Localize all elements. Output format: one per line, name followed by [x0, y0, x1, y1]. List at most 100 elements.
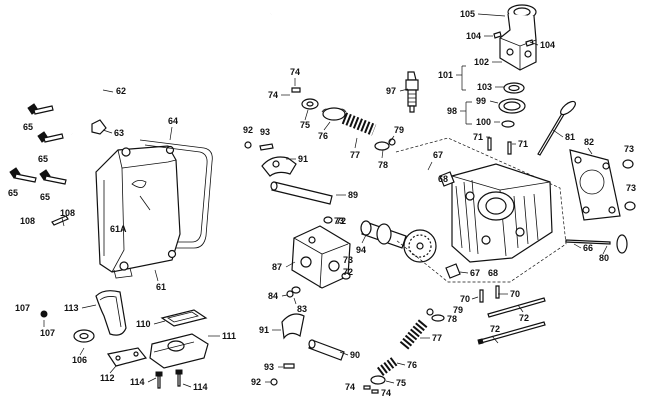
callout-112: 112 — [100, 373, 115, 383]
callout-93: 93 — [264, 362, 274, 372]
callout-74: 74 — [268, 90, 278, 100]
spring-77 — [341, 112, 377, 136]
leader-line-76 — [396, 362, 406, 366]
callout-75: 75 — [396, 378, 406, 388]
callout-67: 67 — [470, 268, 480, 278]
bracket-98 — [465, 101, 472, 125]
bolt-65-b — [37, 131, 64, 143]
callout-61: 61 — [156, 282, 166, 292]
seal-79-lower — [426, 308, 445, 322]
callout-108: 108 — [60, 208, 75, 218]
callout-99: 99 — [476, 96, 486, 106]
callout-67: 67 — [433, 150, 443, 160]
callout-64: 64 — [168, 116, 178, 126]
leader-line-81 — [552, 129, 564, 138]
leader-line-75 — [385, 380, 395, 384]
leader-line-67 — [459, 271, 469, 274]
callout-102: 102 — [474, 57, 489, 67]
leader-line-87 — [285, 261, 296, 268]
callout-74: 74 — [290, 67, 300, 77]
callout-92: 92 — [251, 377, 261, 387]
washer-92 — [244, 141, 252, 149]
bolt-65-d — [39, 169, 67, 185]
spring-76-lower — [377, 356, 399, 376]
leader-line-61 — [154, 269, 159, 282]
cylinder-head-cover — [95, 145, 181, 279]
callout-98: 98 — [447, 106, 457, 116]
reed-housing-111 — [149, 333, 209, 369]
spring-77-lower — [399, 318, 429, 350]
leader-line-113 — [81, 304, 97, 309]
head-gasket-82 — [569, 149, 621, 221]
o-ring-99 — [498, 98, 526, 114]
callout-78: 78 — [447, 314, 457, 324]
leader-line-77 — [354, 137, 358, 149]
callout-71: 71 — [473, 132, 483, 142]
leader-line-66 — [573, 243, 582, 249]
leader-line-75 — [304, 109, 309, 121]
callout-107: 107 — [40, 328, 55, 338]
leader-line-112 — [109, 365, 117, 374]
leader-line-63 — [102, 129, 113, 134]
thermostat-housing — [493, 4, 537, 71]
o-ring-100 — [501, 120, 515, 128]
callout-114: 114 — [130, 377, 145, 387]
callout-70: 70 — [510, 289, 520, 299]
callout-68: 68 — [488, 268, 498, 278]
plate-112 — [107, 347, 148, 367]
gasket-106 — [73, 329, 95, 343]
bolt-93-lower — [283, 363, 295, 369]
leader-line-70 — [471, 296, 479, 300]
pin-74 — [291, 87, 301, 93]
callout-65: 65 — [8, 188, 18, 198]
callout-104: 104 — [540, 40, 555, 50]
callout-90: 90 — [350, 350, 360, 360]
callout-97: 97 — [386, 86, 396, 96]
leader-line-105 — [477, 13, 506, 17]
callout-103: 103 — [477, 82, 492, 92]
callout-77: 77 — [432, 333, 442, 343]
leader-line-79 — [388, 135, 395, 144]
dowel-73-b — [624, 201, 636, 211]
callout-62: 62 — [116, 86, 126, 96]
bracket-113 — [95, 290, 127, 336]
retainer-75-lower — [370, 375, 386, 385]
callout-107: 107 — [15, 303, 30, 313]
callout-89: 89 — [348, 190, 358, 200]
screw-114-a — [155, 371, 163, 389]
screw-114-b — [175, 369, 183, 387]
washer-107 — [40, 310, 48, 318]
leader-line-90 — [339, 351, 349, 356]
leader-line-78 — [381, 149, 384, 159]
rocker-arm-91 — [261, 156, 297, 177]
leader-line-64 — [169, 126, 173, 141]
leader-line-80 — [602, 245, 608, 255]
callout-83: 83 — [297, 304, 307, 314]
rocker-shaft-90 — [308, 339, 345, 361]
callout-66: 66 — [583, 243, 593, 253]
callout-100: 100 — [476, 117, 491, 127]
callout-110: 110 — [136, 319, 151, 329]
callout-61A: 61A — [110, 224, 127, 234]
callout-72: 72 — [343, 267, 353, 277]
callout-94: 94 — [356, 245, 366, 255]
callout-71: 71 — [518, 139, 528, 149]
callout-70: 70 — [460, 294, 470, 304]
callout-84: 84 — [268, 291, 278, 301]
leader-line-114 — [147, 377, 157, 383]
callout-65: 65 — [40, 192, 50, 202]
hose-clip — [91, 119, 107, 135]
exhaust-valve-80 — [565, 234, 628, 254]
callout-73: 73 — [343, 255, 353, 265]
callout-82: 82 — [584, 137, 594, 147]
callout-92: 92 — [243, 125, 253, 135]
reed-valve-110 — [160, 309, 208, 327]
valve-guide-70 — [479, 285, 500, 303]
callout-105: 105 — [460, 9, 475, 19]
rocker-shaft-89 — [270, 181, 333, 205]
leader-line-82 — [587, 147, 593, 155]
callout-113: 113 — [64, 303, 79, 313]
dowel-73-c — [323, 216, 333, 224]
